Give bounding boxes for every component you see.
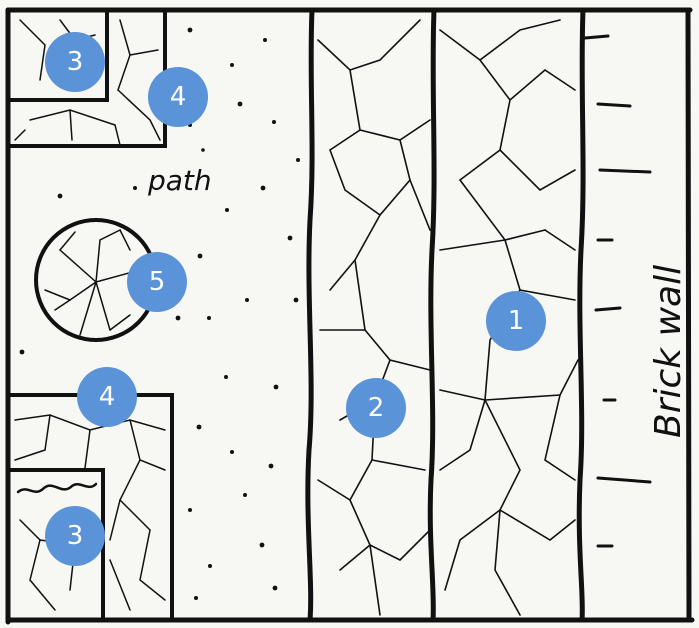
bottom-left-planter: [6, 393, 174, 622]
divider-left: [305, 7, 315, 623]
divider-right: [576, 7, 586, 623]
marker-4-top: 4: [148, 67, 208, 127]
marker-5-label: 5: [149, 267, 166, 297]
marker-1-label: 1: [508, 306, 525, 336]
marker-3-top-label: 3: [67, 47, 84, 77]
marker-3-top: 3: [45, 32, 105, 92]
brick-wall-label: Brick wall: [648, 265, 689, 438]
marker-3-bottom-label: 3: [67, 521, 84, 551]
marker-2-label: 2: [368, 393, 385, 423]
top-left-planter: [6, 8, 167, 148]
bed-dividers: [305, 7, 586, 623]
marker-4-top-label: 4: [170, 82, 187, 112]
bed-1-paving: [439, 19, 579, 616]
path-label: path: [147, 164, 212, 197]
brick-wall-ticks: [583, 34, 652, 548]
outer-border: [5, 7, 695, 625]
gravel-dots: [19, 27, 300, 600]
marker-3-bottom: 3: [45, 506, 105, 566]
marker-4-bottom: 4: [77, 367, 137, 427]
marker-4-bottom-label: 4: [99, 382, 116, 412]
marker-5: 5: [127, 252, 187, 312]
divider-middle: [427, 7, 437, 623]
marker-1: 1: [486, 291, 546, 351]
marker-2: 2: [346, 378, 406, 438]
